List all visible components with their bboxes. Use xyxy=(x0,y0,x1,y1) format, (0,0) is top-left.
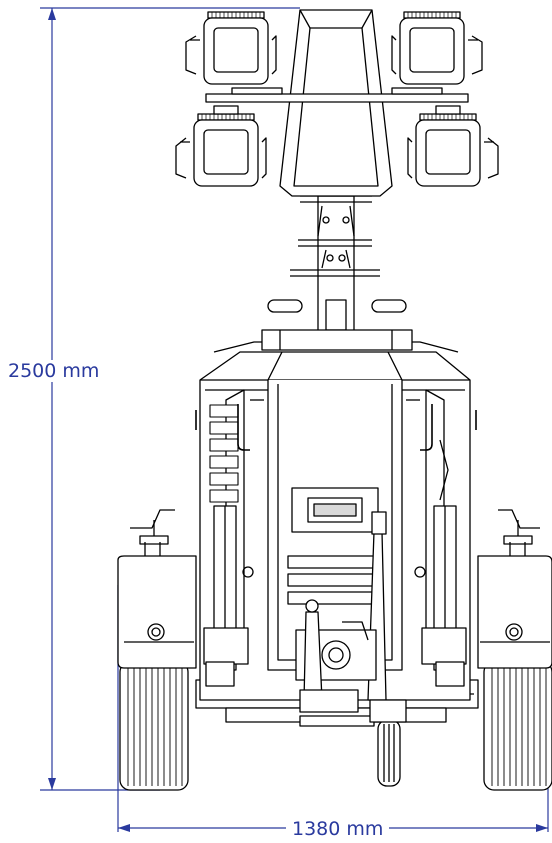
left-louvers xyxy=(209,404,239,503)
left-fender xyxy=(117,509,197,669)
floodlight-bottom-right xyxy=(407,105,499,187)
floodlight-top-left xyxy=(185,11,277,85)
canopy-handles xyxy=(195,404,477,451)
height-dimension-label: 2500 mm xyxy=(6,360,102,382)
floodlight-top-right xyxy=(391,11,483,85)
right-wheel xyxy=(483,661,552,791)
control-panel-window xyxy=(291,487,379,533)
hitch-assembly xyxy=(295,599,377,713)
floodlight-bottom-left xyxy=(175,105,267,187)
right-outrigger xyxy=(414,439,467,687)
left-outrigger xyxy=(203,505,254,687)
right-fender xyxy=(477,509,552,669)
left-wheel xyxy=(119,661,189,791)
light-bar xyxy=(205,87,469,103)
height-dimension xyxy=(40,7,300,791)
vent-grilles xyxy=(287,555,381,605)
mast xyxy=(261,195,413,351)
jockey-wheel xyxy=(369,699,407,787)
width-dimension-label: 1380 mm xyxy=(286,818,390,840)
mast-head xyxy=(279,9,393,197)
